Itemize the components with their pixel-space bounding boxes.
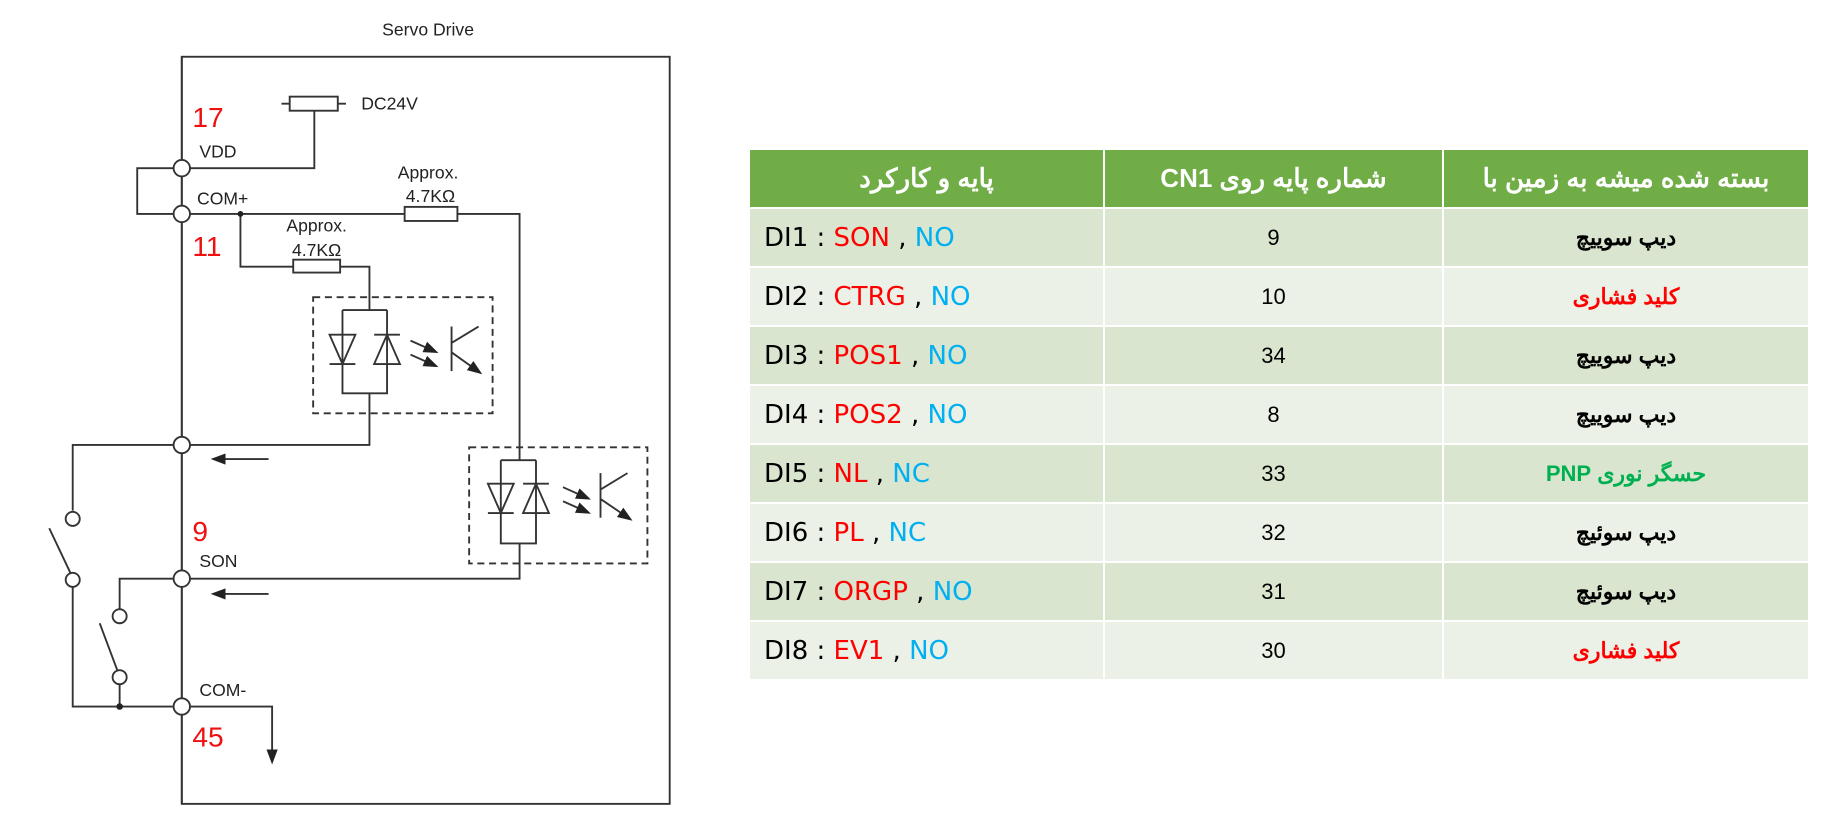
pin-9: 9 bbox=[192, 516, 208, 547]
separator: , bbox=[907, 576, 933, 607]
signal-name: EV1 bbox=[833, 635, 885, 666]
cn1-pin-cell: 30 bbox=[1103, 620, 1444, 681]
device-cell: حسگر نوری PNP bbox=[1442, 443, 1810, 504]
di-label: DI5 : bbox=[764, 458, 834, 489]
di-label: DI7 : bbox=[764, 576, 834, 607]
device-cell: کلید فشاری bbox=[1442, 266, 1810, 327]
header-cn1-pin: شماره پایه روی CN1 bbox=[1103, 148, 1444, 209]
signal-name: POS1 bbox=[833, 340, 903, 371]
cn1-pin-cell: 33 bbox=[1103, 443, 1444, 504]
separator: , bbox=[902, 340, 928, 371]
separator: , bbox=[905, 281, 931, 312]
pin-function-cell: DI7 : ORGP , NO bbox=[748, 561, 1105, 622]
signal-name: POS2 bbox=[833, 399, 903, 430]
signal-name: NL bbox=[833, 458, 868, 489]
pin-11: 11 bbox=[192, 231, 221, 262]
cn1-pin-cell: 8 bbox=[1103, 384, 1444, 445]
contact-type: NO bbox=[927, 399, 968, 430]
header-pin-function: پایه و کارکرد bbox=[748, 148, 1105, 209]
di-label: DI8 : bbox=[764, 635, 834, 666]
separator: , bbox=[863, 517, 889, 548]
pin-function-cell: DI5 : NL , NC bbox=[748, 443, 1105, 504]
cn1-pin-cell: 9 bbox=[1103, 207, 1444, 268]
contact-type: NO bbox=[932, 576, 973, 607]
contact-type: NO bbox=[930, 281, 971, 312]
pin-function-cell: DI4 : POS2 , NO bbox=[748, 384, 1105, 445]
cn1-pin-cell: 31 bbox=[1103, 561, 1444, 622]
optocoupler-1 bbox=[312, 296, 494, 415]
contact-type: NO bbox=[927, 340, 968, 371]
contact-type: NO bbox=[909, 635, 950, 666]
com-minus-label: COM- bbox=[199, 680, 246, 700]
di-label: DI6 : bbox=[764, 517, 834, 548]
contact-type: NC bbox=[888, 517, 927, 548]
cn1-pin-cell: 34 bbox=[1103, 325, 1444, 386]
signal-name: CTRG bbox=[833, 281, 906, 312]
device-cell: دیپ سوئیچ bbox=[1442, 502, 1810, 563]
separator: , bbox=[902, 399, 928, 430]
pin-function-cell: DI3 : POS1 , NO bbox=[748, 325, 1105, 386]
signal-name: SON bbox=[833, 222, 890, 253]
signal-name: PL bbox=[833, 517, 864, 548]
separator: , bbox=[867, 458, 893, 489]
optocoupler-2 bbox=[468, 446, 649, 565]
com-plus-label: COM+ bbox=[197, 189, 248, 209]
supply-label: DC24V bbox=[361, 94, 418, 114]
pin-function-cell: DI6 : PL , NC bbox=[748, 502, 1105, 563]
pin-45: 45 bbox=[192, 721, 223, 752]
resistor-1-value: 4.7KΩ bbox=[406, 186, 455, 206]
son-label: SON bbox=[199, 551, 237, 571]
resistor-1-label: Approx. bbox=[398, 163, 459, 183]
signal-name: ORGP bbox=[833, 576, 908, 607]
pin-17: 17 bbox=[192, 102, 223, 133]
servo-drive-wiring-diagram: Servo Drive DC24V VDD COM+ SON COM- Appr… bbox=[48, 20, 671, 805]
di-label: DI4 : bbox=[764, 399, 834, 430]
di-label: DI3 : bbox=[764, 340, 834, 371]
fuse-icon bbox=[288, 95, 339, 112]
pin-function-cell: DI2 : CTRG , NO bbox=[748, 266, 1105, 327]
cn1-pin-cell: 32 bbox=[1103, 502, 1444, 563]
terminals bbox=[172, 159, 191, 716]
pin-function-cell: DI8 : EV1 , NO bbox=[748, 620, 1105, 681]
device-cell: کلید فشاری bbox=[1442, 620, 1810, 681]
device-cell: دیپ سوییچ bbox=[1442, 207, 1810, 268]
di-label: DI2 : bbox=[764, 281, 834, 312]
switch-2 bbox=[98, 577, 174, 707]
resistor-icon bbox=[403, 205, 459, 222]
switch-1 bbox=[48, 510, 174, 708]
resistor-icon bbox=[292, 258, 342, 274]
di-label: DI1 : bbox=[764, 222, 834, 253]
contact-type: NO bbox=[914, 222, 955, 253]
cn1-pin-cell: 10 bbox=[1103, 266, 1444, 327]
device-cell: دیپ سوییچ bbox=[1442, 325, 1810, 386]
table-header-row: پایه و کارکرد شماره پایه روی CN1 بسته شد… bbox=[748, 148, 1810, 209]
drive-title: Servo Drive bbox=[382, 20, 474, 40]
contact-type: NC bbox=[892, 458, 930, 489]
resistor-2-value: 4.7KΩ bbox=[292, 240, 341, 260]
pin-mapping-table: پایه و کارکرد شماره پایه روی CN1 بسته شد… bbox=[748, 148, 1810, 681]
device-cell: دیپ سوییچ bbox=[1442, 384, 1810, 445]
pin-function-cell: DI1 : SON , NO bbox=[748, 207, 1105, 268]
vdd-label: VDD bbox=[199, 142, 236, 162]
header-grounded-with: بسته شده میشه به زمین با bbox=[1442, 148, 1810, 209]
resistor-2-label: Approx. bbox=[286, 216, 347, 236]
separator: , bbox=[884, 635, 910, 666]
separator: , bbox=[889, 222, 915, 253]
device-cell: دیپ سوئیچ bbox=[1442, 561, 1810, 622]
